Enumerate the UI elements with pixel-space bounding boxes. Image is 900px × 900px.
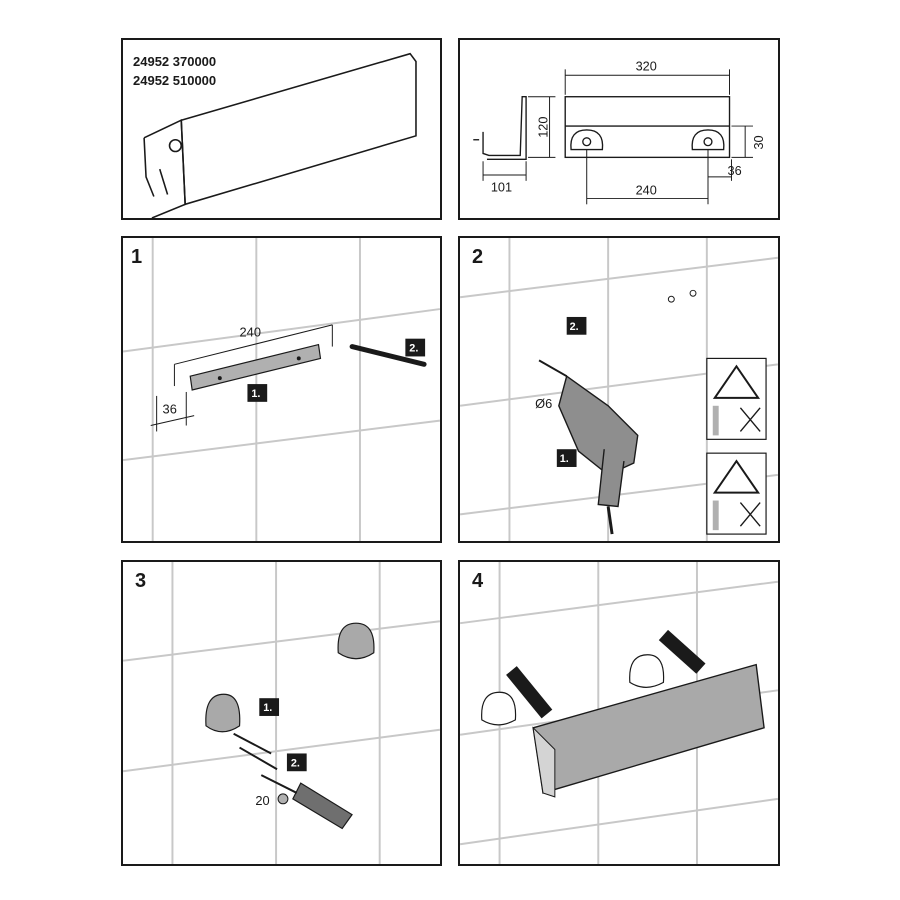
dimension-depth: 101 — [491, 180, 512, 195]
dimension-drawing-panel: 320 120 101 30 240 36 — [458, 38, 780, 220]
electric-cable-warning-icon — [706, 452, 767, 535]
step-4-illustration — [460, 562, 778, 864]
dimension-hole-spacing: 240 — [636, 183, 657, 198]
step-1-spacing-label: 240 — [240, 325, 261, 340]
tile-grid — [123, 562, 440, 864]
step-2-tag-2: 2. — [570, 321, 579, 333]
dimension-height: 120 — [536, 117, 551, 138]
bracket-loose — [205, 693, 241, 733]
article-number: 24952 510000 — [133, 73, 217, 88]
torx-icon — [277, 793, 289, 805]
product-overview-panel: 24952 370000 24952 510000 — [121, 38, 442, 220]
step-3-illustration: 20 1. 2. — [123, 562, 440, 864]
step-number: 1 — [131, 246, 143, 268]
step-3-tag-2: 2. — [291, 757, 300, 769]
step-1-offset-label: 36 — [163, 402, 177, 417]
drill-size-label: Ø6 — [535, 396, 552, 411]
step-2-illustration: Ø6 2. 1. — [460, 238, 778, 541]
power-drill — [538, 359, 639, 535]
step-1-panel: 240 36 1. 2. 1 — [121, 236, 442, 543]
step-1-illustration: 240 36 1. 2. — [123, 238, 440, 541]
step-1-tag-1: 1. — [251, 388, 260, 400]
bracket-left — [481, 691, 517, 726]
dimension-bracket-height: 30 — [751, 135, 766, 149]
pencil — [349, 344, 427, 367]
article-numbers: 24952 370000 24952 510000 — [133, 52, 216, 90]
dimension-edge-offset: 36 — [728, 163, 742, 178]
shelf-perspective-drawing — [143, 52, 417, 218]
water-pipe-warning-icon — [706, 357, 767, 440]
step-3-tag-1: 1. — [263, 702, 272, 714]
step-number: 4 — [472, 570, 484, 592]
step-4-panel: 4 — [458, 560, 780, 866]
bracket-mounted — [337, 622, 375, 660]
tile-grid — [123, 238, 440, 541]
step-2-panel: Ø6 2. 1. 2 — [458, 236, 780, 543]
step-number: 2 — [472, 246, 484, 268]
dimension-width: 320 — [636, 58, 657, 73]
dimension-drawing: 320 120 101 30 240 36 — [473, 58, 766, 205]
shelf — [532, 663, 765, 798]
step-1-tag-2: 2. — [409, 343, 418, 355]
step-2-tag-1: 1. — [560, 453, 569, 465]
screwdriver — [260, 774, 353, 830]
article-number: 24952 370000 — [133, 54, 217, 69]
torx-size-label: 20 — [255, 793, 269, 808]
step-3-panel: 20 1. 2. 3 — [121, 560, 442, 866]
spirit-level — [189, 343, 322, 391]
bracket-right — [629, 654, 665, 688]
step-number: 3 — [135, 570, 147, 592]
